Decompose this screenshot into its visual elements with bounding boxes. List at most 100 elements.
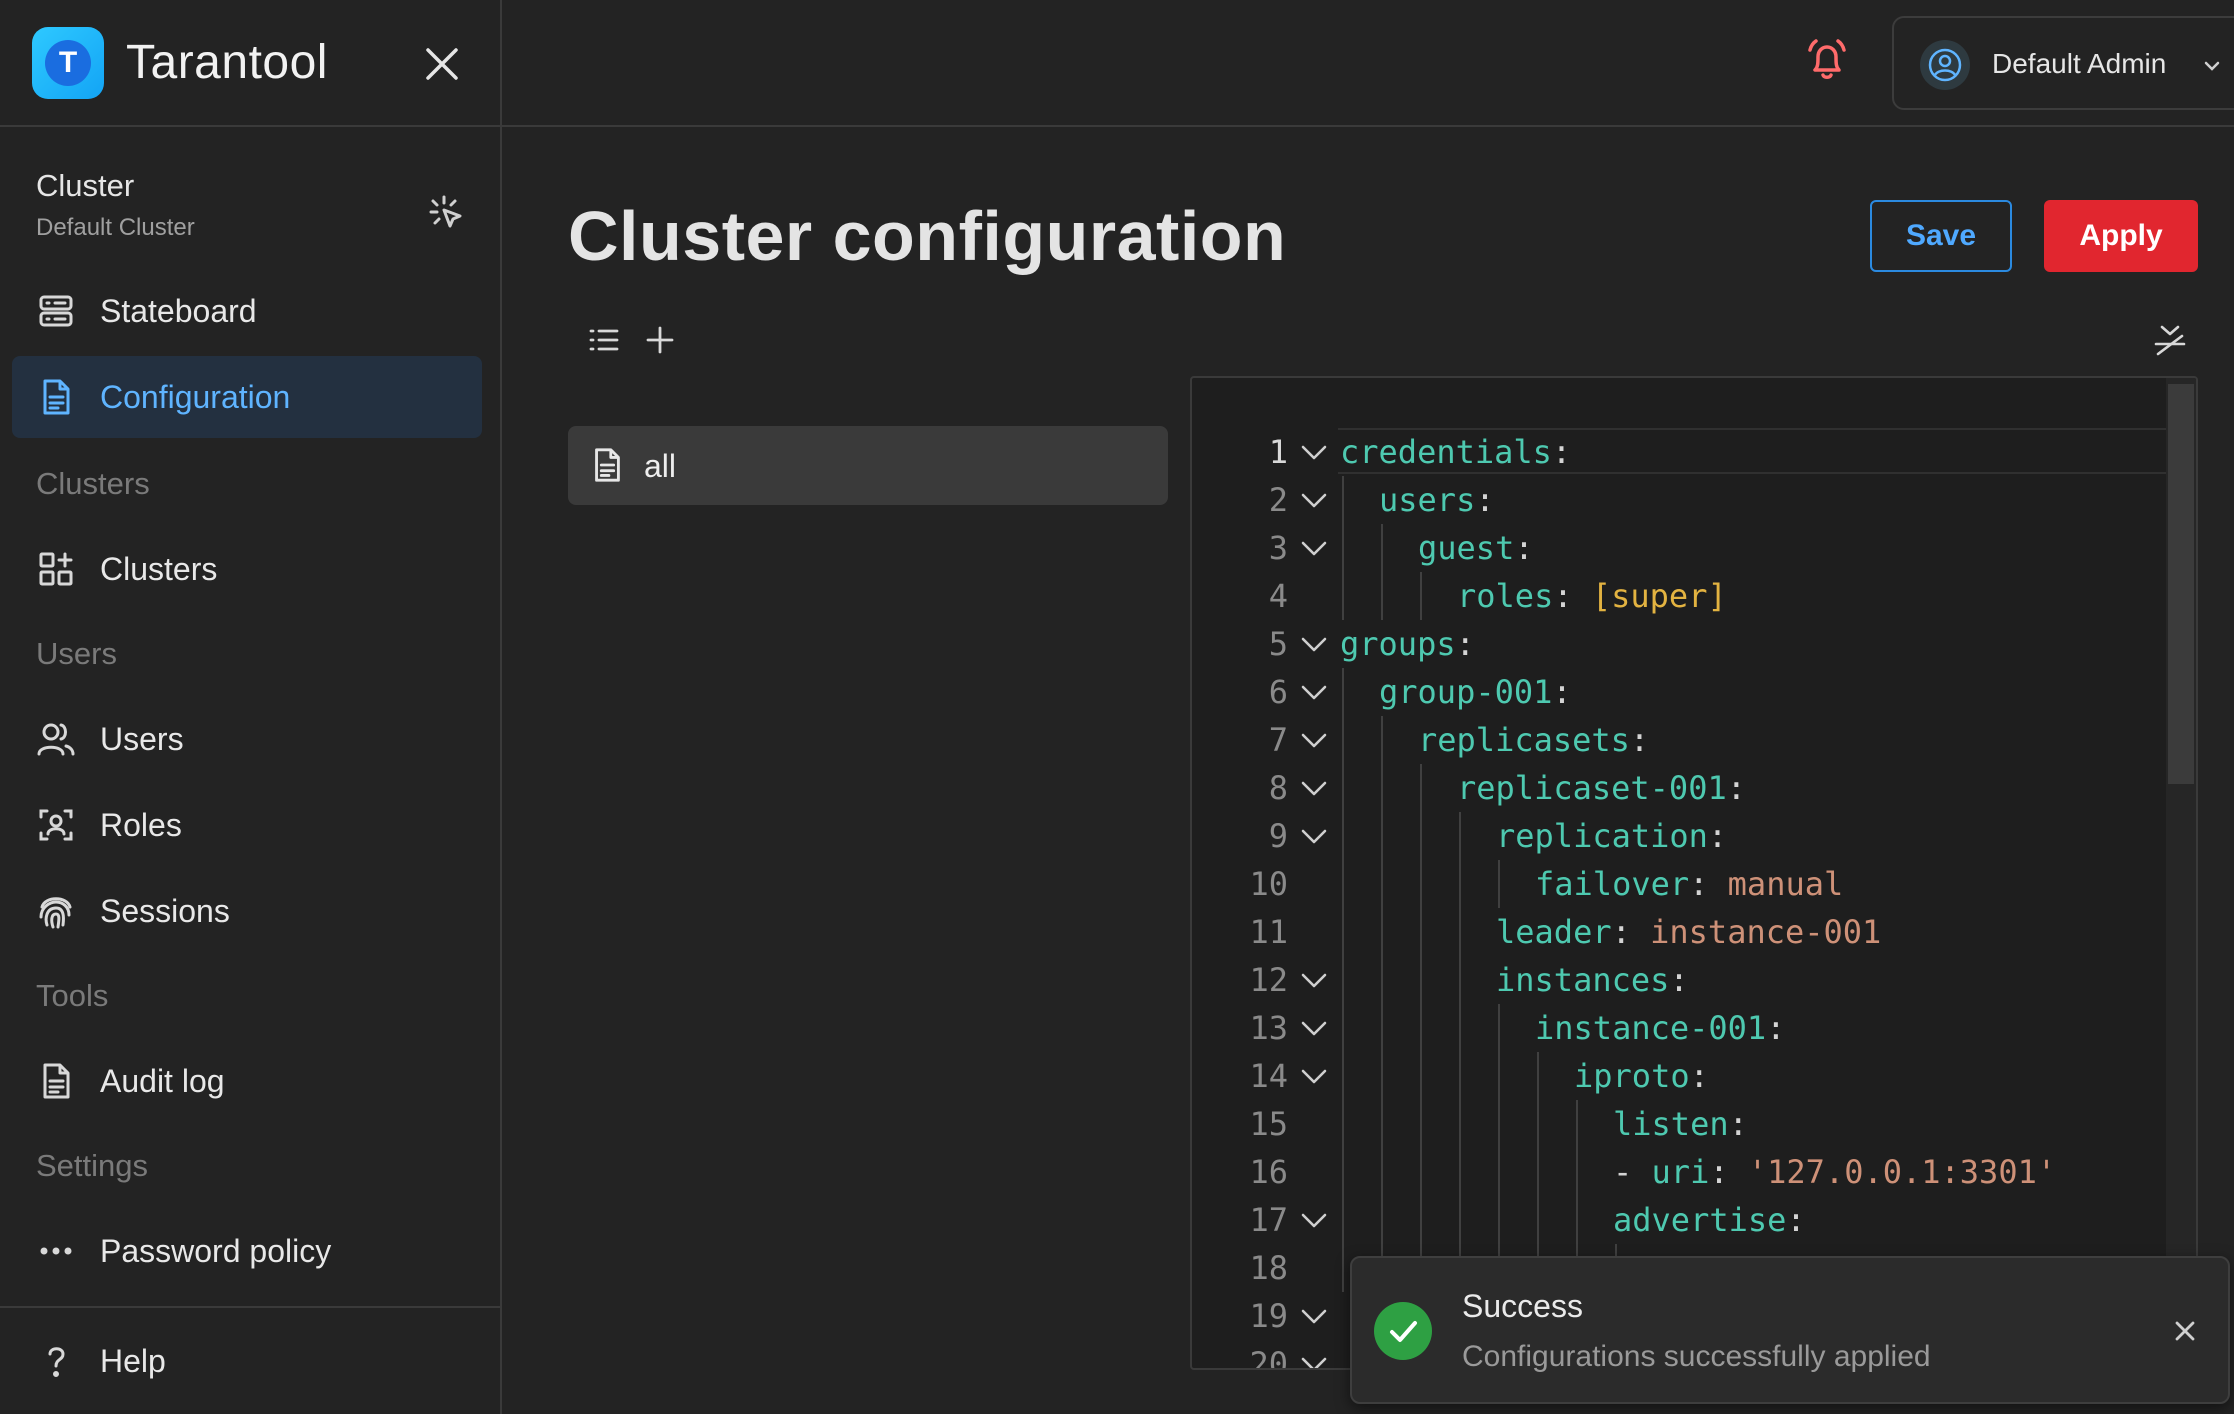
code-text: instances: bbox=[1496, 961, 1689, 999]
fold-chevron-icon[interactable] bbox=[1300, 1352, 1328, 1368]
sidebar: T Tarantool Cluster Default Cluster Stat… bbox=[0, 0, 502, 1414]
indent-guide bbox=[1420, 1004, 1422, 1052]
fold-chevron-icon[interactable] bbox=[1300, 1064, 1328, 1088]
code-text: failover: manual bbox=[1535, 865, 1844, 903]
line-number: 18 bbox=[1249, 1249, 1288, 1287]
indent-guide bbox=[1420, 1148, 1422, 1196]
close-sidebar-icon[interactable] bbox=[420, 42, 464, 86]
line-number: 12 bbox=[1249, 961, 1288, 999]
fold-chevron-icon[interactable] bbox=[1300, 440, 1328, 464]
sidebar-item-password-policy[interactable]: Password policy bbox=[12, 1210, 482, 1292]
code-line[interactable]: 19 bbox=[1192, 1292, 2172, 1340]
indent-guide bbox=[1420, 1100, 1422, 1148]
sidebar-item-stateboard[interactable]: Stateboard bbox=[12, 270, 482, 352]
collapse-arrows-icon[interactable] bbox=[2152, 322, 2188, 358]
code-text: guest: bbox=[1418, 529, 1534, 567]
save-button[interactable]: Save bbox=[1870, 200, 2012, 272]
line-number: 17 bbox=[1249, 1201, 1288, 1239]
indent-guide bbox=[1342, 1004, 1344, 1052]
sidebar-item-audit-log[interactable]: Audit log bbox=[12, 1040, 482, 1122]
fold-chevron-icon[interactable] bbox=[1300, 968, 1328, 992]
cluster-selector[interactable]: Cluster Default Cluster bbox=[36, 168, 466, 248]
code-line[interactable]: 20 bbox=[1192, 1340, 2172, 1368]
list-icon[interactable] bbox=[586, 322, 622, 358]
user-scan-icon bbox=[36, 805, 76, 845]
fold-chevron-icon[interactable] bbox=[1300, 1304, 1328, 1328]
sidebar-item-sessions[interactable]: Sessions bbox=[12, 870, 482, 952]
fold-chevron-icon[interactable] bbox=[1300, 776, 1328, 800]
fold-chevron-icon[interactable] bbox=[1300, 680, 1328, 704]
sidebar-item-users[interactable]: Users bbox=[12, 698, 482, 780]
code-text: iproto: bbox=[1574, 1057, 1709, 1095]
fold-chevron-icon[interactable] bbox=[1300, 1208, 1328, 1232]
indent-guide bbox=[1459, 1196, 1461, 1244]
code-line[interactable]: 12 instances: bbox=[1192, 956, 2172, 1004]
tarantool-logo-icon[interactable]: T bbox=[32, 27, 104, 99]
cluster-switch-icon[interactable] bbox=[426, 192, 466, 232]
indent-guide bbox=[1459, 812, 1461, 860]
sidebar-item-label: Clusters bbox=[100, 550, 218, 587]
question-icon bbox=[36, 1341, 76, 1381]
indent-guide bbox=[1459, 1100, 1461, 1148]
apply-button[interactable]: Apply bbox=[2044, 200, 2198, 272]
indent-guide bbox=[1420, 764, 1422, 812]
line-number: 7 bbox=[1268, 721, 1288, 759]
top-bar: Default Admin bbox=[502, 0, 2234, 127]
scrollbar-thumb[interactable] bbox=[2168, 384, 2194, 784]
code-text: listen: bbox=[1613, 1105, 1748, 1143]
toast-message: Configurations successfully applied bbox=[1462, 1340, 1931, 1373]
indent-guide bbox=[1342, 908, 1344, 956]
indent-guide bbox=[1342, 764, 1344, 812]
user-menu[interactable]: Default Admin bbox=[1892, 16, 2234, 110]
current-line-highlight bbox=[1338, 428, 2168, 474]
code-line[interactable]: 17 advertise: bbox=[1192, 1196, 2172, 1244]
add-file-icon[interactable] bbox=[642, 322, 678, 358]
editor-scrollbar[interactable] bbox=[2166, 378, 2196, 1368]
line-number: 13 bbox=[1249, 1009, 1288, 1047]
logo-letter: T bbox=[45, 40, 91, 86]
indent-guide bbox=[1537, 1052, 1539, 1100]
fold-chevron-icon[interactable] bbox=[1300, 1016, 1328, 1040]
page-title: Cluster configuration bbox=[568, 197, 1287, 275]
line-number: 6 bbox=[1268, 673, 1288, 711]
fold-chevron-icon[interactable] bbox=[1300, 728, 1328, 752]
notifications-bell-icon[interactable] bbox=[1802, 36, 1852, 86]
code-text: advertise: bbox=[1613, 1201, 1806, 1239]
fold-chevron-icon[interactable] bbox=[1300, 824, 1328, 848]
section-title-settings: Settings bbox=[36, 1148, 149, 1183]
code-text: groups: bbox=[1340, 625, 1475, 663]
sidebar-item-roles[interactable]: Roles bbox=[12, 784, 482, 866]
sidebar-item-configuration[interactable]: Configuration bbox=[12, 356, 482, 438]
cluster-name: Default Cluster bbox=[36, 214, 195, 241]
indent-guide bbox=[1537, 1100, 1539, 1148]
indent-guide bbox=[1498, 1004, 1500, 1052]
indent-guide bbox=[1459, 1004, 1461, 1052]
avatar bbox=[1920, 40, 1970, 90]
fold-chevron-icon[interactable] bbox=[1300, 536, 1328, 560]
code-line[interactable]: 16- uri: '127.0.0.1:3301' bbox=[1192, 1148, 2172, 1196]
sidebar-item-help[interactable]: Help bbox=[12, 1320, 482, 1402]
fold-chevron-icon[interactable] bbox=[1300, 632, 1328, 656]
server-icon bbox=[36, 291, 76, 331]
sidebar-item-clusters[interactable]: Clusters bbox=[12, 528, 482, 610]
sidebar-item-label: Help bbox=[100, 1342, 166, 1379]
fold-chevron-icon[interactable] bbox=[1300, 488, 1328, 512]
code-text: group-001: bbox=[1379, 673, 1572, 711]
file-list-item[interactable]: all bbox=[568, 426, 1168, 505]
code-line[interactable]: 6 group-001: bbox=[1192, 668, 2172, 716]
close-toast-icon[interactable] bbox=[2170, 1316, 2200, 1346]
